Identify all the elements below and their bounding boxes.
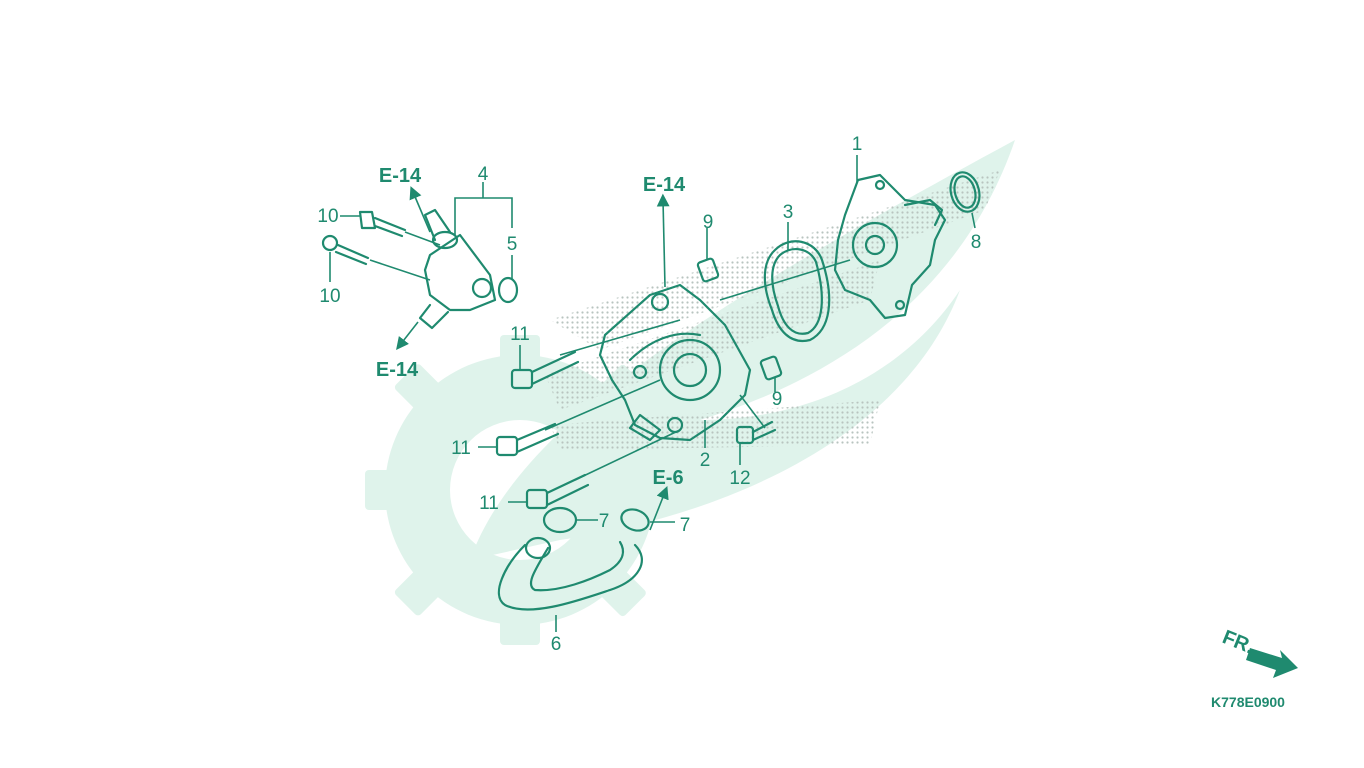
callout-5: 5 — [507, 234, 518, 255]
callout-7-left: 7 — [599, 511, 610, 532]
callout-6: 6 — [551, 634, 562, 655]
part-3-gasket — [763, 240, 831, 343]
callout-10-upper: 10 — [317, 206, 338, 227]
callout-11-lower: 11 — [479, 493, 499, 514]
reference-labels: E-14 E-14 E-14 E-6 — [376, 165, 686, 489]
part-10-bolt-upper — [358, 210, 407, 238]
callout-10-lower: 10 — [319, 286, 340, 307]
callout-8: 8 — [971, 232, 982, 253]
direction-indicator: FR. — [1219, 626, 1298, 678]
callout-9-upper: 9 — [703, 212, 714, 233]
part-12-bolt — [735, 420, 777, 445]
callout-9-lower: 9 — [772, 389, 783, 410]
part-8-o-ring-inner — [953, 175, 977, 209]
ref-e6: E-6 — [652, 467, 683, 489]
part-7-clamp-right — [620, 508, 650, 532]
drawing-code: K778E0900 — [1211, 694, 1285, 710]
part-4-thermostat-housing — [418, 208, 497, 330]
watermark-logo — [365, 140, 1015, 645]
part-8-o-ring — [949, 171, 981, 213]
part-9-dowel-pin-upper — [696, 257, 720, 283]
callout-1: 1 — [852, 134, 863, 155]
callout-labels: 1 2 3 4 5 6 7 7 8 9 9 10 10 11 11 11 12 — [317, 134, 981, 655]
part-5-o-ring — [497, 276, 519, 304]
arrow-right-down-icon — [1246, 648, 1298, 678]
part-9-dowel-pin-lower — [759, 355, 783, 381]
part-6-hose-inner — [529, 540, 625, 592]
callout-4: 4 — [478, 164, 489, 185]
part-11-bolt-middle — [495, 422, 560, 457]
part-11-bolt-upper — [510, 350, 580, 390]
callout-11-middle: 11 — [451, 438, 471, 459]
part-3-gasket-inner — [771, 248, 823, 335]
ref-e14-top-center: E-14 — [643, 174, 686, 196]
watermark-stripe-3 — [550, 400, 880, 450]
callout-7-right: 7 — [680, 515, 691, 536]
part-10-bolt-lower — [321, 234, 370, 266]
ref-e14-top-left: E-14 — [379, 165, 422, 187]
callout-12: 12 — [729, 468, 750, 489]
ref-e14-bottom-left: E-14 — [376, 359, 419, 381]
part-6-hose — [497, 543, 643, 611]
part-1-pump-cover — [833, 173, 947, 320]
callout-2: 2 — [700, 450, 711, 471]
callout-11-upper: 11 — [510, 324, 530, 345]
callout-3: 3 — [783, 202, 794, 223]
leader-lines — [329, 155, 976, 632]
watermark-stripe-2 — [545, 260, 880, 410]
part-6-hose-end — [524, 536, 552, 560]
